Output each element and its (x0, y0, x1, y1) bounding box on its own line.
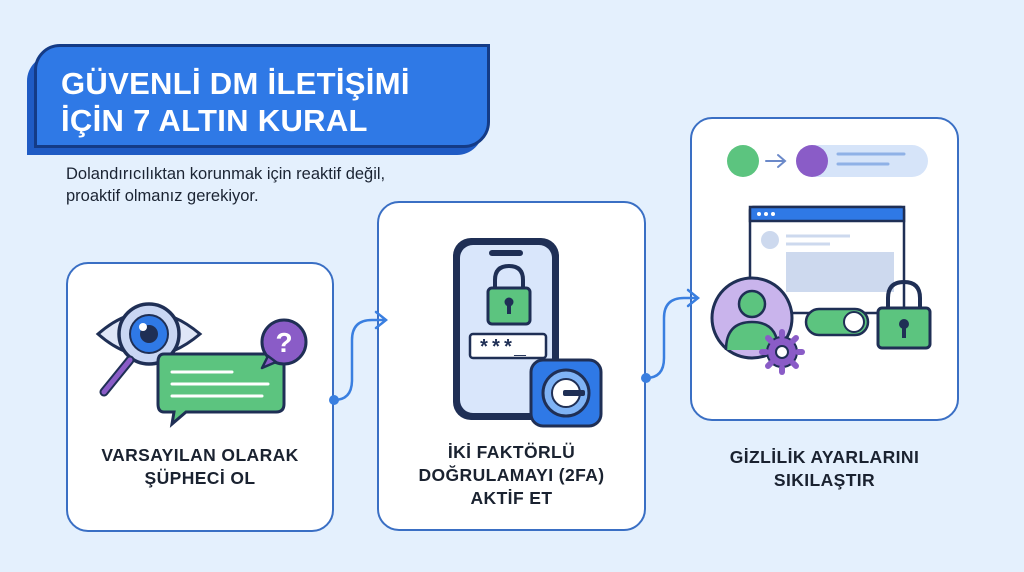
question-bubble-icon: ? (260, 318, 308, 370)
password-field: ***_ (468, 332, 548, 361)
connector-2 (641, 288, 701, 383)
padlock-icon (876, 279, 932, 350)
password-mask: ***_ (478, 338, 527, 361)
step-label-2: İKİ FAKTÖRLÜ DOĞRULAMAYI (2FA) AKTİF ET (418, 442, 605, 508)
page-title: GÜVENLİ DM İLETİŞİMİ İÇİN 7 ALTIN KURAL (61, 66, 410, 138)
step-card-1 (66, 262, 334, 532)
toggle-switch-icon (804, 307, 870, 337)
authenticator-icon (529, 358, 603, 428)
contact-flow-icon (727, 145, 928, 177)
browser-window-icon (748, 205, 906, 315)
connector-1 (329, 310, 389, 405)
title-banner: GÜVENLİ DM İLETİŞİMİ İÇİN 7 ALTIN KURAL (27, 44, 490, 155)
eye-magnifier-icon (95, 302, 203, 397)
question-mark: ? (275, 327, 292, 358)
gear-icon (759, 329, 805, 375)
lock-icon (486, 263, 532, 326)
step-label-3: GİZLİLİK AYARLARINI SIKILAŞTIR (729, 447, 920, 490)
step-label-1: VARSAYILAN OLARAK ŞÜPHECİ OL (101, 445, 299, 488)
chat-bubble-icon (156, 352, 286, 428)
page-subtitle: Dolandırıcılıktan korunmak için reaktif … (66, 165, 386, 205)
